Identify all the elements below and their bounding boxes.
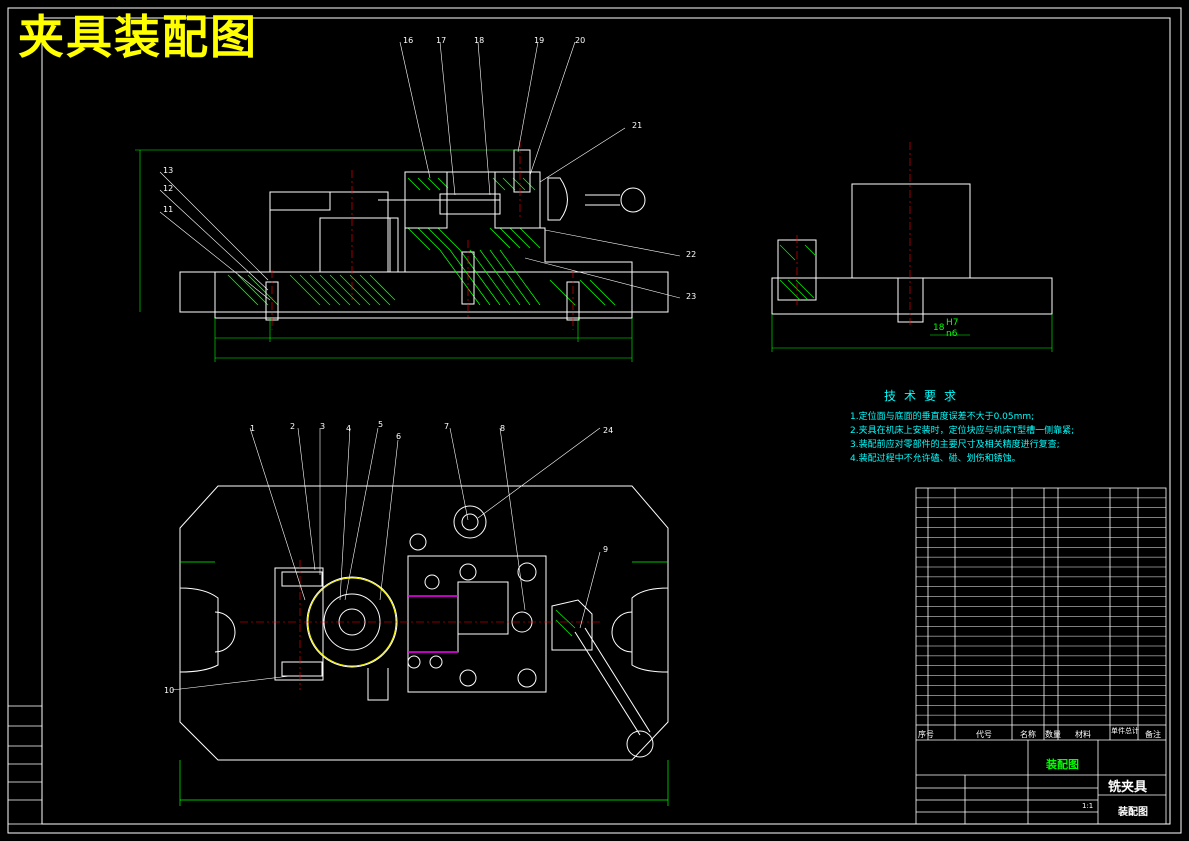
- technical-requirements-list: 1.定位面与底面的垂直度误差不大于0.05mm; 2.夹具在机床上安装时，定位块…: [850, 410, 1074, 466]
- header-cell: 名称: [1020, 730, 1036, 739]
- header-cell: 单件: [1111, 727, 1125, 735]
- callout-label: 10: [164, 686, 175, 695]
- front-view: [135, 41, 681, 362]
- header-cell: 序号: [918, 730, 934, 739]
- header-cell: 备注: [1145, 730, 1161, 739]
- fit-tolerance-upper: H7: [946, 318, 959, 328]
- callout-label: 9: [603, 545, 609, 554]
- callout-label: 19: [534, 36, 545, 45]
- callout-label: 18: [474, 36, 485, 45]
- inner-border: [41, 17, 1171, 825]
- drawing-title: 夹具装配图: [18, 10, 258, 64]
- plan-view: [171, 427, 669, 806]
- callout-label: 1: [250, 424, 256, 433]
- callout-label: 22: [686, 250, 697, 259]
- callout-label: 16: [403, 36, 414, 45]
- header-cell: 总计: [1125, 727, 1139, 735]
- callout-label: 20: [575, 36, 586, 45]
- outer-border: [7, 7, 1182, 834]
- requirement-item: 3.装配前应对零部件的主要尺寸及相关精度进行复查;: [850, 440, 1060, 450]
- callout-label: 11: [163, 205, 174, 214]
- fit-tolerance-lower: n6: [946, 329, 958, 339]
- callout-label: 21: [632, 121, 643, 130]
- requirement-item: 4.装配过程中不允许磕、碰、划伤和锈蚀。: [850, 454, 1021, 464]
- callout-label: 8: [500, 424, 506, 433]
- callout-label: 2: [290, 422, 296, 431]
- callout-label: 7: [444, 422, 450, 431]
- callout-label: 6: [396, 432, 402, 441]
- callout-label: 13: [163, 166, 174, 175]
- requirement-item: 1.定位面与底面的垂直度误差不大于0.05mm;: [850, 412, 1035, 422]
- scale-value: 1:1: [1082, 802, 1094, 810]
- drawing-type: 装配图: [1118, 807, 1148, 818]
- header-cell: 材料: [1075, 730, 1091, 739]
- callout-label: 4: [346, 424, 352, 433]
- callout-label: 23: [686, 292, 697, 301]
- requirement-item: 2.夹具在机床上安装时，定位块应与机床T型槽一侧靠紧;: [850, 426, 1075, 436]
- title-block: [915, 487, 1167, 825]
- callout-label: 5: [378, 420, 384, 429]
- callout-label: 17: [436, 36, 447, 45]
- header-cell: 数量: [1045, 730, 1061, 739]
- fixture-name: 铣夹具: [1108, 780, 1148, 795]
- side-view: [771, 142, 1053, 352]
- callout-label: 24: [603, 426, 614, 435]
- drawing-name: 装配图: [1046, 758, 1079, 771]
- fit-size: 18: [933, 323, 945, 333]
- revision-strip: [7, 705, 43, 825]
- callout-label: 12: [163, 184, 174, 193]
- technical-requirements-title: 技术要求: [884, 389, 965, 403]
- callout-label: 3: [320, 422, 326, 431]
- header-cell: 代号: [976, 730, 992, 739]
